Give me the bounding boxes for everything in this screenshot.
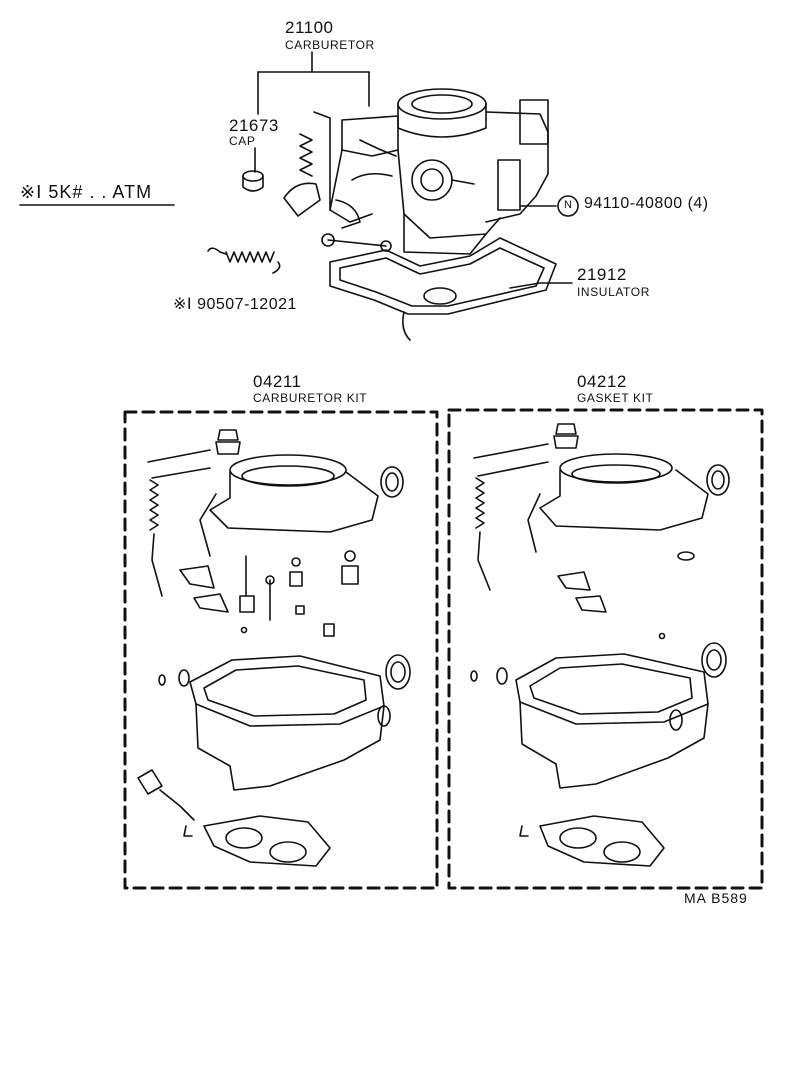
carburetor-leader xyxy=(257,51,370,115)
carburetor-part-name: CARBURETOR xyxy=(285,38,375,52)
insulator-part-number: 21912 xyxy=(577,265,627,284)
spring-part xyxy=(207,247,281,274)
carburetor-kit-number: 04211 xyxy=(253,372,302,391)
bolt-symbol-circle xyxy=(557,195,579,217)
carburetor-kit-name: CARBURETOR KIT xyxy=(253,391,368,405)
bolt-part-number: 94110-40800 (4) xyxy=(584,195,709,212)
gasket-kit-frame xyxy=(447,408,764,890)
insulator-part-name: INSULATOR xyxy=(577,285,650,299)
carburetor-assembly xyxy=(283,88,549,255)
gasket-kit-parts xyxy=(470,423,730,867)
gasket-kit-number: 04212 xyxy=(577,372,627,391)
spring-part-number: ※Ⅰ 90507-12021 xyxy=(173,296,297,313)
condition-note: ※Ⅰ 5K# . . ATM xyxy=(20,182,153,202)
gasket-kit-name: GASKET KIT xyxy=(577,391,654,405)
carburetor-kit-parts xyxy=(137,429,411,867)
insulator-leader xyxy=(509,282,573,289)
cap-part-number: 21673 xyxy=(229,116,279,135)
insulator-part xyxy=(329,237,557,341)
cap-part-name: CAP xyxy=(229,134,256,148)
carburetor-kit-frame xyxy=(123,410,439,890)
bolt-symbol: N xyxy=(564,199,573,211)
cap-part xyxy=(242,170,264,192)
carburetor-part-number: 21100 xyxy=(285,18,334,37)
diagram-code: MA B589 xyxy=(684,890,748,906)
